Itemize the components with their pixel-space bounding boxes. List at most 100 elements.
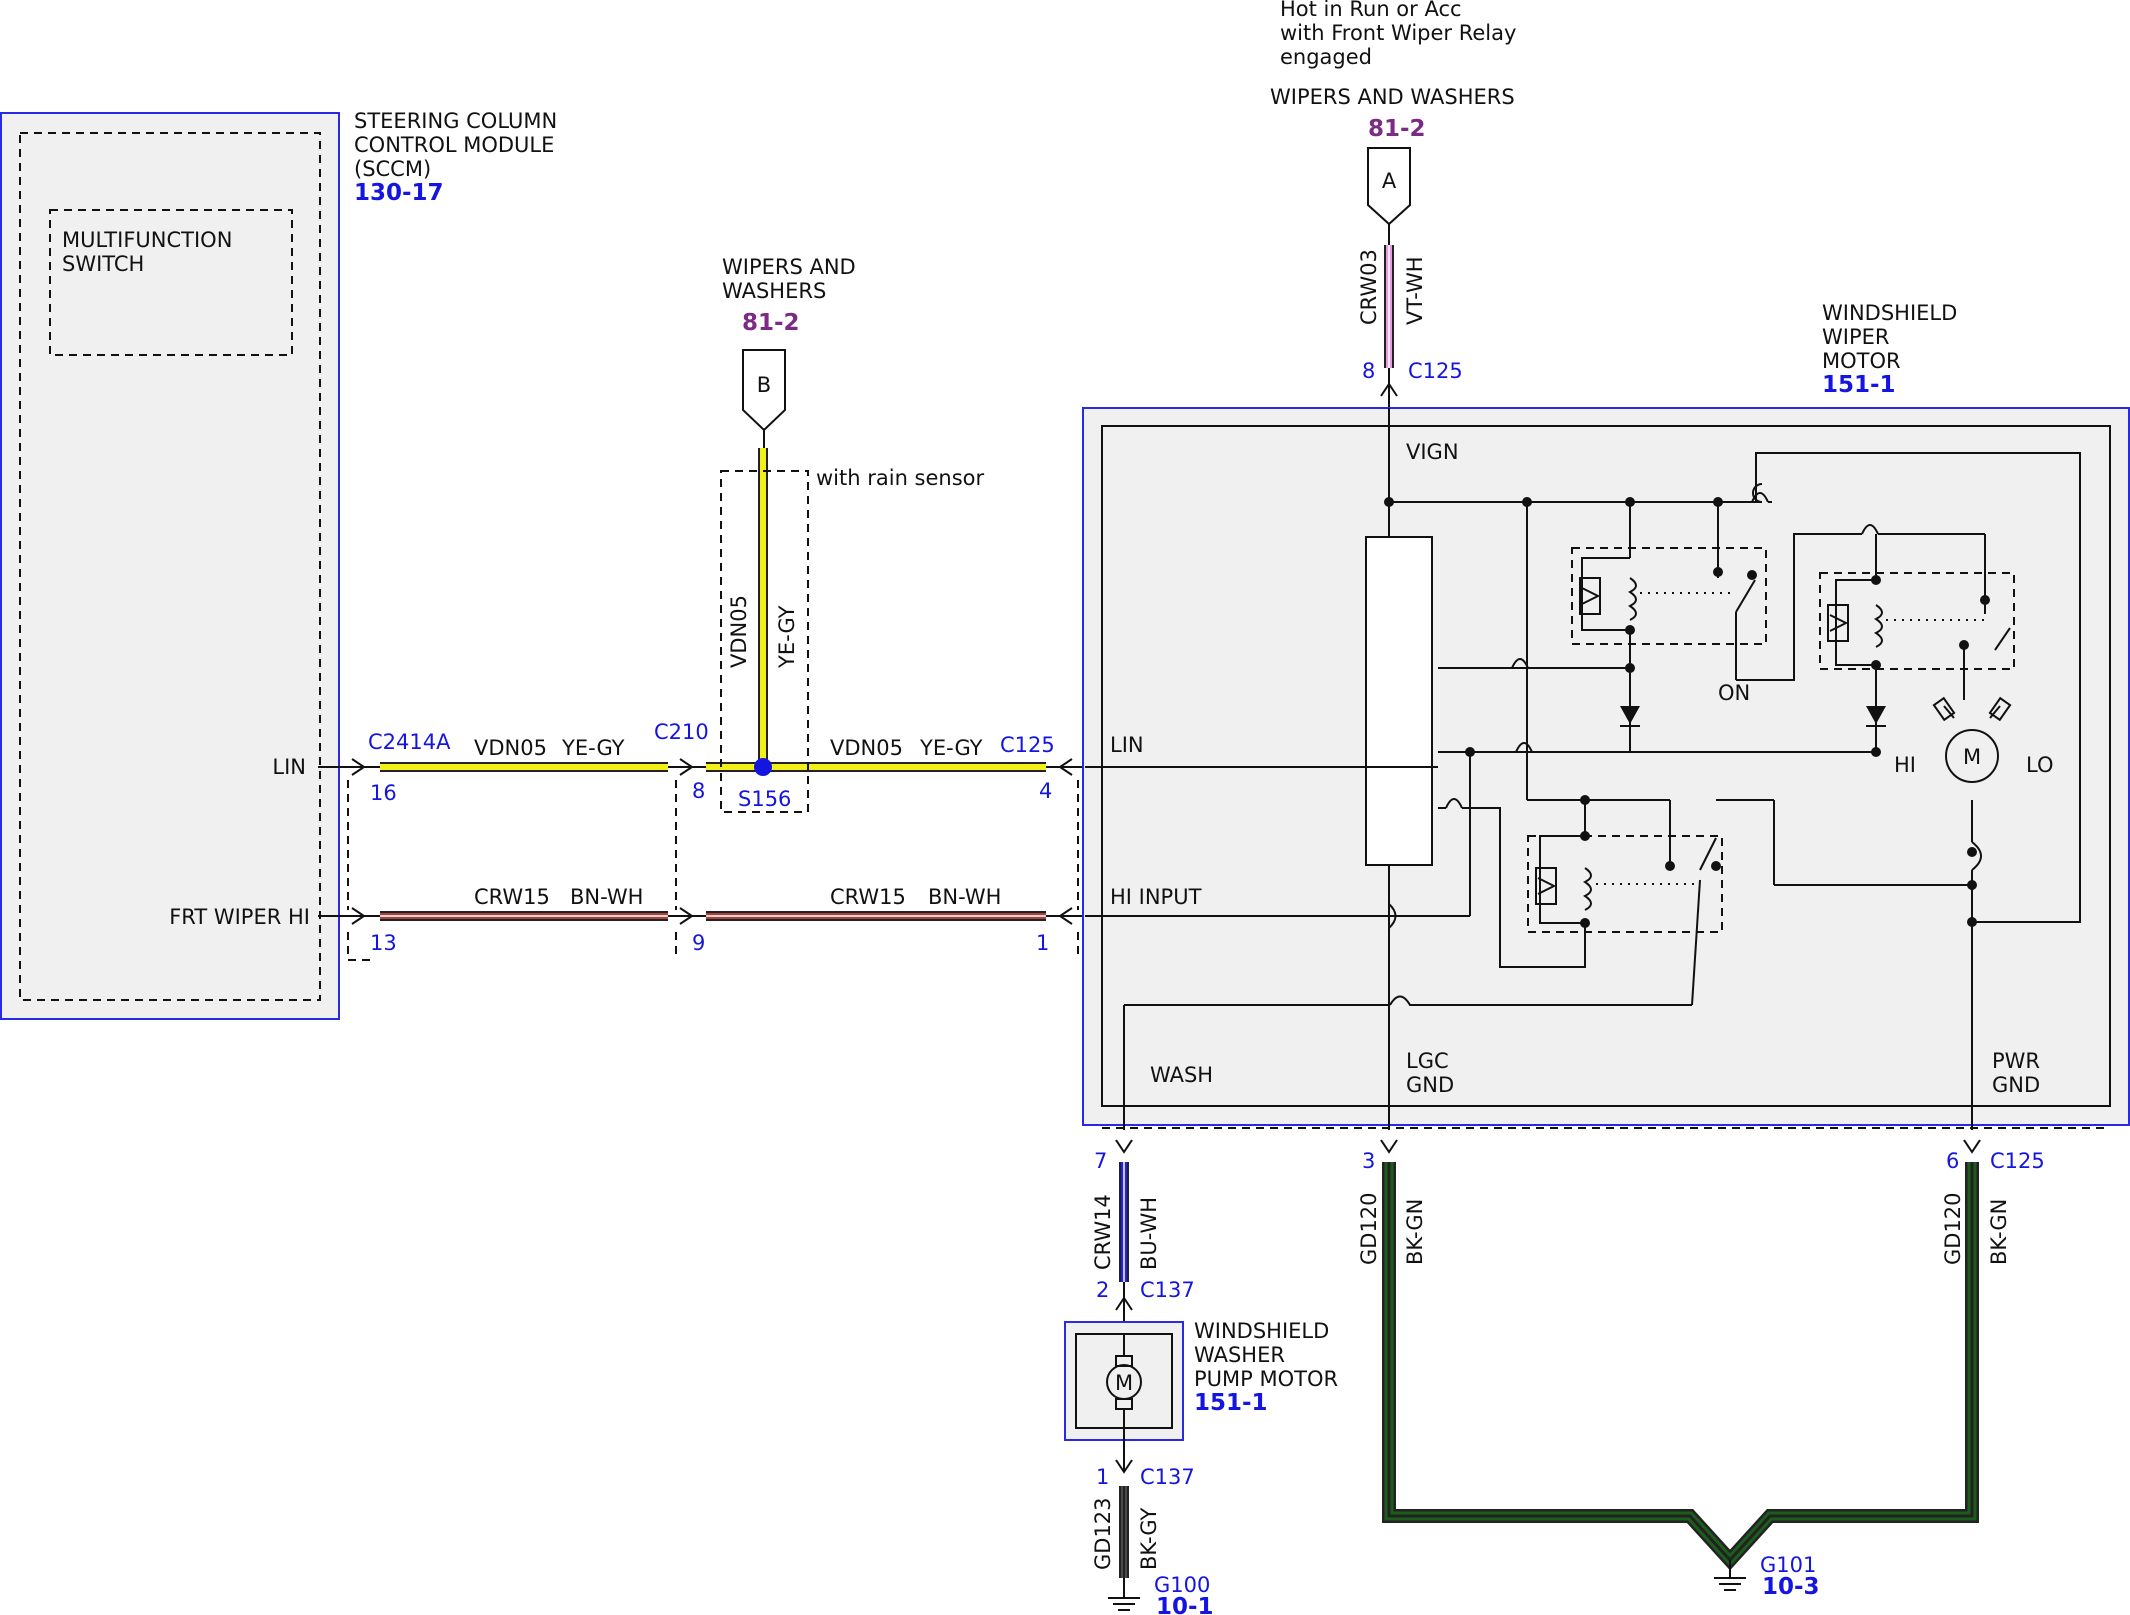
motor-on-label: ON (1718, 681, 1750, 705)
sccm-box (0, 112, 340, 1020)
c2414a-pin-hi: 13 (370, 931, 397, 955)
g101-label: G101 (1760, 1553, 1816, 1577)
g101-ref: 10-3 (1762, 1574, 1820, 1600)
motor-pwr-label-2: GND (1992, 1073, 2040, 1097)
ref-b-title-2: WASHERS (722, 279, 826, 303)
ref-a-page: 81-2 (1368, 116, 1426, 142)
c137-top-label: C137 (1140, 1278, 1195, 1302)
motor-title-1: WINDSHIELD (1822, 301, 1957, 325)
wiper-motor-symbol: M (1932, 696, 2012, 783)
c125-top-label: C125 (1408, 359, 1463, 383)
motor-ref: 151-1 (1822, 372, 1896, 398)
top-note-1: Hot in Run or Acc (1280, 0, 1462, 21)
pump-gnd-circuit: GD123 (1091, 1497, 1115, 1570)
hi-right-color: BN-WH (928, 885, 1001, 909)
ground-green-wires (1382, 1162, 1979, 1571)
c125-pin-pwr: 6 (1946, 1149, 1959, 1173)
sccm-inner-dashed (19, 132, 321, 1001)
c210-pin-hi: 9 (692, 931, 705, 955)
c2414a-dashed (347, 780, 372, 961)
c2414a-label: C2414A (368, 730, 451, 754)
vign-color: VT-WH (1403, 256, 1427, 325)
switch-label-2: SWITCH (62, 252, 144, 276)
lin-right-color: YE-GY (919, 736, 983, 760)
lin-left-circuit: VDN05 (474, 736, 547, 760)
relay-1 (1571, 547, 1767, 645)
junction-dots (1384, 497, 1990, 928)
rain-sensor-box (720, 470, 809, 813)
relay-2 (1819, 572, 2015, 670)
vign-circuit: CRW03 (1357, 249, 1381, 325)
g100-label: G100 (1154, 1573, 1210, 1597)
c125-pin-lgc: 3 (1362, 1149, 1375, 1173)
g100-ref: 10-1 (1156, 1594, 1214, 1615)
ground-g100 (1108, 1578, 1140, 1611)
motor-wash-label: WASH (1150, 1063, 1213, 1087)
sccm-ref: 130-17 (354, 180, 444, 206)
logic-module (1365, 536, 1433, 866)
splice-label: S156 (738, 787, 791, 811)
wash-circuit: CRW14 (1091, 1194, 1115, 1270)
ref-a-title: WIPERS AND WASHERS (1270, 85, 1515, 109)
c125-pin-hi: 1 (1036, 931, 1049, 955)
motor-lo-label: LO (2026, 753, 2053, 777)
wash-color: BU-WH (1137, 1197, 1161, 1270)
sccm-title-3: (SCCM) (354, 157, 431, 181)
lin-right-circuit: VDN05 (830, 736, 903, 760)
wiper-motor-m: M (1963, 745, 1981, 769)
c137-pin-bottom: 1 (1096, 1465, 1109, 1489)
multifunction-switch-box (49, 209, 293, 356)
pwr-gnd-circuit: GD120 (1941, 1192, 1965, 1265)
sccm-title-2: CONTROL MODULE (354, 133, 554, 157)
switch-label-1: MULTIFUNCTION (62, 228, 232, 252)
relay-coils (1535, 577, 1883, 911)
lin-vertical-color: YE-GY (775, 605, 799, 669)
ref-b-flag (742, 349, 786, 432)
lin-vertical-circuit: VDN05 (727, 595, 751, 668)
motor-hi-label: HI (1894, 753, 1916, 777)
pwr-gnd-color: BK-GN (1987, 1199, 2011, 1265)
c125-pin-lin: 4 (1039, 779, 1052, 803)
motor-title-2: WIPER (1822, 325, 1889, 349)
c125-bottom-label: C125 (1990, 1149, 2045, 1173)
relay-dots (1596, 592, 1990, 885)
hi-right-circuit: CRW15 (830, 885, 906, 909)
pump-title-1: WINDSHIELD (1194, 1319, 1329, 1343)
pump-ref: 151-1 (1194, 1390, 1268, 1416)
pump-m: M (1115, 1371, 1133, 1395)
lin-left-color: YE-GY (561, 736, 625, 760)
motor-pwr-label-1: PWR (1992, 1049, 2040, 1073)
splice-s156 (754, 758, 772, 776)
ground-g101 (1714, 1560, 1746, 1591)
sccm-title-1: STEERING COLUMN (354, 109, 557, 133)
motor-lgc-label-2: GND (1406, 1073, 1454, 1097)
lgc-gnd-color: BK-GN (1403, 1199, 1427, 1265)
ref-a-flag (1367, 147, 1411, 226)
sccm-pin-frt-label: FRT WIPER HI (169, 905, 310, 929)
c137-pin-top: 2 (1096, 1278, 1109, 1302)
sccm-pin-lin-label: LIN (272, 755, 306, 779)
diodes (1620, 706, 1886, 727)
ref-b-page: 81-2 (742, 310, 800, 336)
top-note-3: engaged (1280, 45, 1372, 69)
c125-pin-wash: 7 (1094, 1149, 1107, 1173)
ref-b-title-1: WIPERS AND (722, 255, 856, 279)
c125-left-label: C125 (1000, 733, 1055, 757)
c2414a-pin-lin: 16 (370, 781, 397, 805)
motor-vign-label: VIGN (1406, 440, 1459, 464)
motor-lin-label: LIN (1110, 733, 1144, 757)
motor-lgc-label-1: LGC (1406, 1049, 1449, 1073)
hi-left-color: BN-WH (570, 885, 643, 909)
pump-title-2: WASHER (1194, 1343, 1285, 1367)
motor-hi-input-label: HI INPUT (1110, 885, 1202, 909)
lgc-gnd-circuit: GD120 (1357, 1192, 1381, 1265)
pump-title-3: PUMP MOTOR (1194, 1367, 1338, 1391)
relay-3 (1527, 835, 1723, 933)
hi-left-circuit: CRW15 (474, 885, 550, 909)
c210-label: C210 (654, 720, 709, 744)
pump-gnd-color: BK-GY (1137, 1507, 1161, 1570)
top-note-2: with Front Wiper Relay (1280, 21, 1516, 45)
rain-sensor-note: with rain sensor (816, 466, 985, 490)
c210-pin-lin: 8 (692, 779, 705, 803)
